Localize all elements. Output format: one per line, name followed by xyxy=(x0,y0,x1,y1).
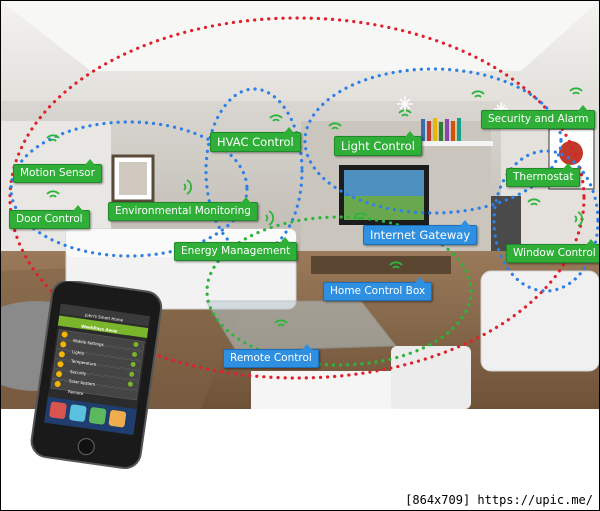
label-energy-management: Energy Management xyxy=(174,237,298,261)
blue-ring-hvac xyxy=(204,87,304,255)
label-thermostat: Thermostat xyxy=(506,163,581,187)
wifi-icon xyxy=(389,261,403,269)
wifi-icon xyxy=(471,90,485,98)
smartphone-illustration xyxy=(30,279,163,470)
wifi-icon xyxy=(274,319,288,327)
label-security-alarm: Security and Alarm xyxy=(481,105,596,129)
wifi-icon xyxy=(265,210,275,226)
wifi-icon xyxy=(569,87,583,95)
blue-ring-right xyxy=(492,149,599,293)
smartphone: John's Smart Home WeekDays Away Mobile S… xyxy=(21,279,167,473)
label-environmental-monitoring: Environmental Monitoring xyxy=(108,197,258,221)
wifi-icon xyxy=(354,212,368,220)
wifi-icon xyxy=(527,198,541,206)
wifi-icon xyxy=(46,134,60,142)
label-light-control: Light Control xyxy=(334,131,422,156)
wifi-icon xyxy=(183,179,193,195)
watermark: [864x709] https://upic.me/ xyxy=(405,493,593,507)
blue-ring-left xyxy=(9,120,249,258)
label-window-control: Window Control xyxy=(506,239,599,263)
wifi-icon xyxy=(269,114,283,122)
wifi-icon xyxy=(574,211,584,227)
wifi-icon xyxy=(328,122,342,130)
blue-ring-light xyxy=(303,67,563,215)
sparkle-icon xyxy=(397,96,413,112)
label-home-control-box: Home Control Box xyxy=(323,277,433,301)
label-door-control: Door Control xyxy=(9,205,90,229)
label-remote-control: Remote Control xyxy=(223,344,319,368)
wifi-icons xyxy=(46,87,584,327)
label-internet-gateway: Internet Gateway xyxy=(363,220,478,245)
wifi-icon xyxy=(46,190,60,198)
red-network-ring xyxy=(8,16,586,380)
green-ring-center xyxy=(205,215,473,367)
label-motion-sensor: Motion Sensor xyxy=(13,159,102,183)
label-hvac-control: HVAC Control xyxy=(210,127,301,152)
